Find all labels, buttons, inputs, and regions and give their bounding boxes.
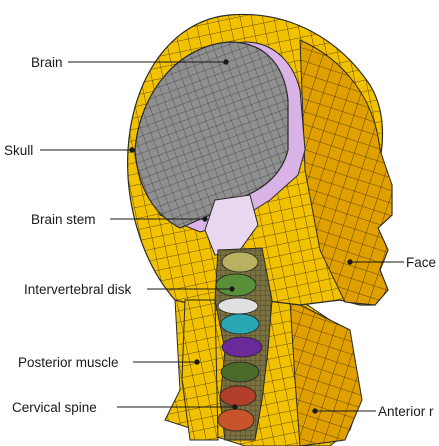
- anterior-leader-dot: [313, 409, 317, 413]
- intervertebral-disk-1: [218, 298, 258, 314]
- label-skull: Skull: [4, 143, 33, 158]
- vertebra-c3: [221, 314, 259, 334]
- vertebra-c7: [218, 409, 254, 431]
- cervical-spine-leader-dot: [233, 405, 237, 409]
- vertebra-c4: [222, 337, 262, 357]
- label-anterior: Anterior r: [378, 404, 434, 419]
- label-brain-stem: Brain stem: [31, 212, 96, 227]
- posterior-muscle-leader-dot: [195, 360, 199, 364]
- label-cervical-spine: Cervical spine: [12, 400, 97, 415]
- vertebra-c5: [221, 362, 259, 382]
- label-posterior-muscle: Posterior muscle: [18, 355, 119, 370]
- neck-shadow-mesh: [290, 300, 362, 446]
- vertebra-c6: [220, 386, 256, 406]
- posterior-muscle-mesh: [182, 300, 218, 440]
- label-intervertebral-disk: Intervertebral disk: [24, 282, 132, 297]
- skull-leader-dot: [130, 148, 134, 152]
- label-face: Face: [406, 255, 436, 270]
- vertebra-c1: [222, 252, 258, 272]
- brain-leader-dot: [224, 60, 228, 64]
- brain-stem-leader-dot: [203, 217, 207, 221]
- vertebra-c2: [216, 274, 256, 296]
- face-leader-dot: [348, 260, 352, 264]
- label-brain: Brain: [31, 55, 63, 70]
- intervertebral-disk-leader-dot: [230, 287, 234, 291]
